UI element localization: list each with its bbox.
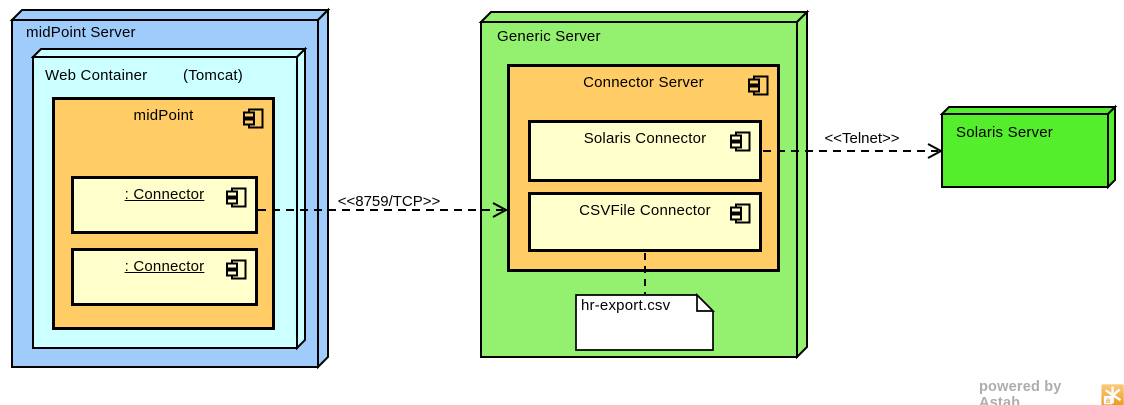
note-file-icon (575, 294, 714, 351)
web-container-label: Web Container (45, 67, 148, 84)
hr-export-label: hr-export.csv (581, 297, 671, 314)
edge-tcp-label: <<8759/TCP>> (337, 193, 441, 210)
connector-instance-1-label: : Connector (124, 186, 205, 203)
midpoint-server-label: midPoint Server (26, 24, 136, 41)
component-icon (243, 108, 264, 129)
component-icon (748, 75, 769, 96)
component-icon (226, 187, 247, 208)
solaris-server-node (939, 104, 1118, 190)
hr-export-artifact (575, 292, 716, 351)
connector-instance-1: : Connector (71, 176, 258, 234)
csvfile-connector-label: CSVFile Connector (579, 202, 711, 219)
astah-logo-icon: a (1101, 384, 1124, 405)
connector-server-label: Connector Server (583, 74, 704, 91)
solaris-server-label: Solaris Server (956, 124, 1053, 141)
component-icon (226, 259, 247, 280)
note-fold-icon (696, 292, 716, 312)
solaris-connector-label: Solaris Connector (583, 130, 707, 147)
svg-text:a: a (1105, 395, 1110, 405)
generic-server-label: Generic Server (497, 28, 601, 45)
solaris-connector-component: Solaris Connector (528, 120, 762, 182)
watermark: powered by Astah a (979, 379, 1124, 405)
web-container-sublabel: (Tomcat) (183, 67, 243, 84)
component-icon (730, 131, 751, 152)
connector-instance-2-label: : Connector (124, 258, 205, 275)
midpoint-component-label: midPoint (133, 107, 194, 124)
component-icon (730, 203, 751, 224)
watermark-text: powered by Astah (979, 379, 1062, 405)
csvfile-connector-component: CSVFile Connector (528, 192, 762, 252)
connector-instance-2: : Connector (71, 248, 258, 306)
edge-telnet-label: <<Telnet>> (824, 130, 900, 147)
